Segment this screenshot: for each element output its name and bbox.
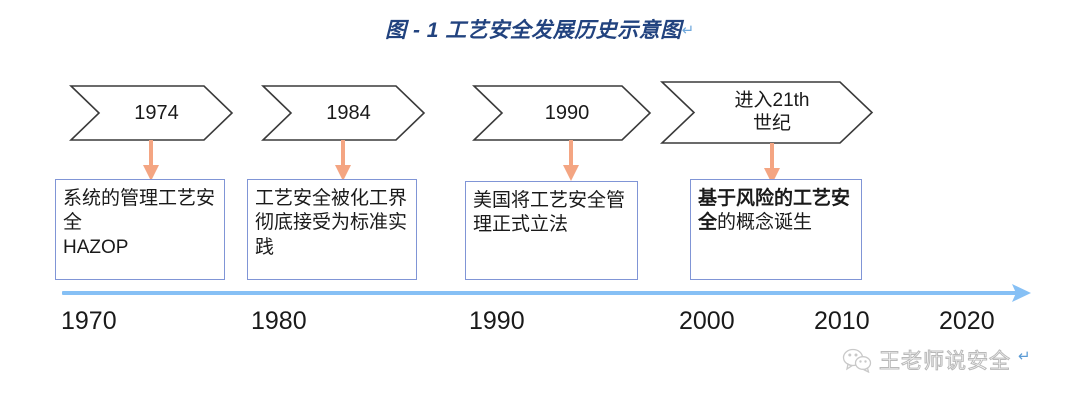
arrow-down-icon: [764, 143, 780, 184]
timeline-year-1980: 1980: [251, 307, 307, 335]
page-title-text: 图 - 1 工艺安全发展历史示意图: [385, 19, 682, 42]
chevron-shape-icon: [660, 81, 874, 144]
timeline-year-2020: 2020: [939, 307, 995, 335]
arrow-down-icon: [335, 140, 351, 181]
milestone-chevron-1: 1974: [69, 85, 234, 141]
paragraph-mark-icon: ↵: [681, 22, 695, 39]
watermark-text: 王老师说安全: [879, 350, 1011, 374]
milestone-chevron-4: 进入21th 世纪: [660, 81, 874, 144]
chevron-label-2: 1984: [326, 101, 371, 124]
watermark-paragraph-mark-icon: ↵: [1018, 348, 1031, 365]
arrow-down-icon: [563, 140, 579, 181]
connector-arrow-2: [334, 140, 352, 182]
arrow-right-icon: [1012, 284, 1031, 302]
page-title: 图 - 1 工艺安全发展历史示意图↵: [0, 14, 1080, 44]
timeline-axis: [62, 291, 1017, 295]
timeline-year-1970: 1970: [61, 307, 117, 335]
wechat-icon: [842, 348, 872, 373]
connector-arrow-3: [562, 140, 580, 182]
milestone-box-2: 工艺安全被化工界彻底接受为标准实践: [247, 179, 417, 280]
milestone-box-3-text: 美国将工艺安全管理正式立法: [473, 190, 626, 236]
timeline-year-2010: 2010: [814, 307, 870, 335]
arrow-down-icon: [143, 140, 159, 181]
milestone-chevron-3: 1990: [472, 85, 652, 141]
connector-arrow-1: [142, 140, 160, 182]
chevron-label-3: 1990: [544, 101, 590, 124]
milestone-box-4: 基于风险的工艺安全的概念诞生: [690, 179, 862, 280]
chevron-shape-icon: [69, 85, 234, 141]
timeline-year-2000: 2000: [679, 307, 735, 335]
chevron-label-1: 1974: [134, 101, 179, 124]
timeline-arrowhead-icon: [1010, 283, 1032, 308]
chevron-shape-icon: [261, 85, 426, 141]
milestone-chevron-2: 1984: [261, 85, 426, 141]
connector-arrow-4: [763, 143, 781, 185]
milestone-box-1: 系统的管理工艺安全 HAZOP: [55, 179, 225, 280]
milestone-box-4-text: 的概念诞生: [717, 212, 813, 234]
chevron-label-4: 进入21th 世纪: [734, 90, 810, 134]
milestone-box-1-text: 系统的管理工艺安全 HAZOP: [63, 188, 216, 258]
watermark: 王老师说安全 ↵: [842, 345, 1031, 375]
milestone-box-2-text: 工艺安全被化工界彻底接受为标准实践: [255, 188, 408, 258]
cutoff-text: 。。。。。。。。。。。。。。。。。。。。。。。。。。。。。。。。。。。。。。。。: [18, 396, 457, 405]
milestone-box-3: 美国将工艺安全管理正式立法: [465, 181, 638, 280]
timeline-year-1990: 1990: [469, 307, 525, 335]
chevron-shape-icon: [472, 85, 652, 141]
milestone-box-4-text-bold: 基于风险的工艺安全: [698, 188, 851, 234]
cutoff-text-row: 。。。。。。。。。。。。。。。。。。。。。。。。。。。。。。。。。。。。。。。。: [0, 396, 1080, 405]
